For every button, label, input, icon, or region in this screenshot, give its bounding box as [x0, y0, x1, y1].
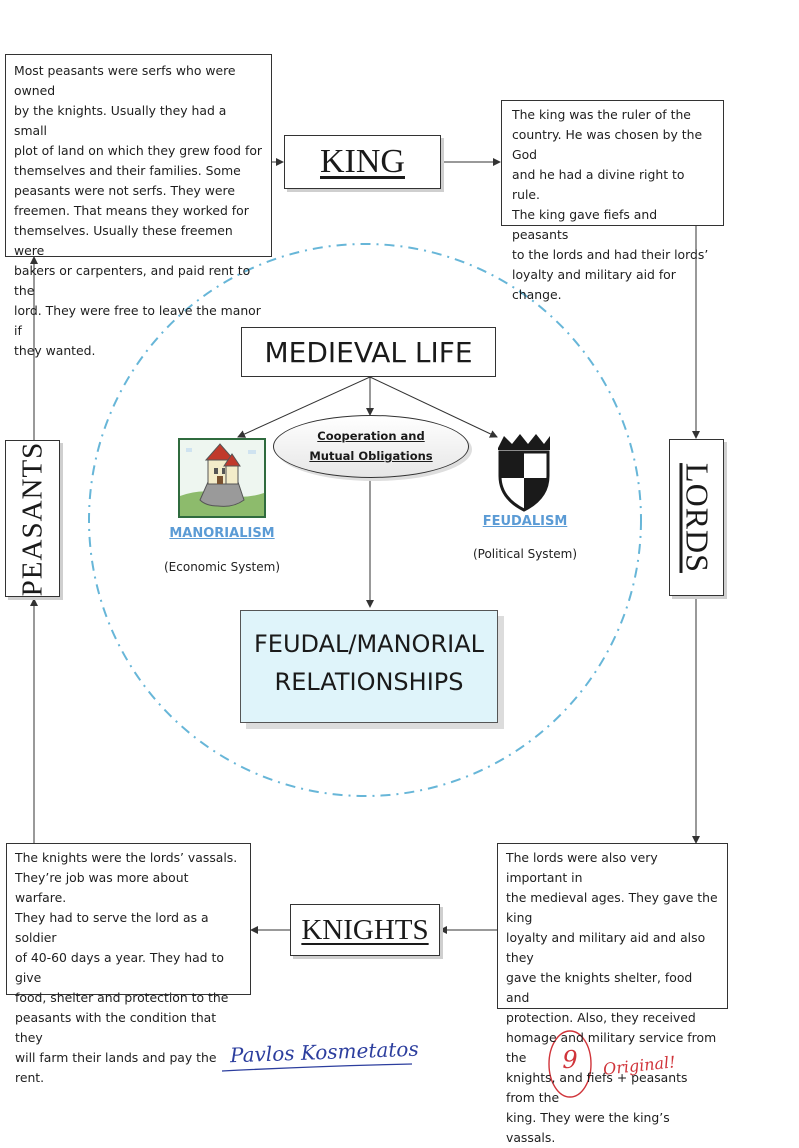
king-line: country. He was chosen by the God — [512, 127, 703, 162]
cooperation-ellipse: Cooperation and Mutual Obligations — [273, 415, 469, 478]
lords-line: king. They were the king’s vassals. — [506, 1110, 670, 1145]
king-line: The king was the ruler of the — [512, 107, 691, 122]
cooperation-line2: Mutual Obligations — [309, 449, 433, 463]
knights-description: The knights were the lords’ vassals. The… — [6, 843, 251, 1085]
knights-line: peasants with the condition that they — [15, 1010, 217, 1045]
peasants-line: themselves and their families. Some — [14, 163, 241, 178]
king-line: The king gave fiefs and peasants — [512, 207, 658, 242]
king-description: The king was the ruler of the country. H… — [501, 100, 724, 302]
king-box: KING — [284, 135, 441, 189]
medieval-life-title: MEDIEVAL LIFE — [241, 327, 496, 377]
peasants-line: peasants were not serfs. They were — [14, 183, 235, 198]
arrow-medieval-to-feudalism — [369, 376, 498, 438]
medieval-life-label: MEDIEVAL LIFE — [264, 335, 473, 369]
king-line: and he had a divine right to rule. — [512, 167, 685, 202]
feudalism-link[interactable]: FEUDALISM — [482, 514, 568, 529]
cooperation-line1: Cooperation and — [317, 429, 425, 443]
peasants-line: freemen. That means they worked for — [14, 203, 249, 218]
connector-layer — [30, 158, 700, 1098]
peasants-line: Most peasants were serfs who were owned — [14, 63, 236, 98]
lords-line: the medieval ages. They gave the king — [506, 890, 718, 925]
lords-line: The lords were also very important in — [506, 850, 658, 885]
peasants-label: PEASANTS — [16, 441, 48, 596]
knights-label: KNIGHTS — [301, 913, 429, 946]
manorialism-subtitle: (Economic System) — [163, 560, 280, 574]
peasants-line: by the knights. Usually they had a small — [14, 103, 227, 138]
grade-number: 9 — [562, 1046, 578, 1074]
lords-line: homage and military service from the — [506, 1030, 717, 1065]
knights-line: of 40-60 days a year. They had to give — [15, 950, 224, 985]
lords-description: The lords were also very important in th… — [497, 843, 728, 1145]
shield-crown-icon — [498, 434, 550, 512]
king-line: loyalty and military aid for change. — [512, 267, 676, 302]
knights-line: They had to serve the lord as a soldier — [15, 910, 209, 945]
lords-box: LORDS — [669, 439, 724, 596]
lords-line: loyalty and military aid and also they — [506, 930, 706, 965]
peasants-line: lord. They were free to leave the manor … — [14, 303, 261, 338]
peasants-line: plot of land on which they grew food for — [14, 143, 263, 158]
feudalism-subtitle: (Political System) — [472, 547, 578, 561]
knights-line: The knights were the lords’ vassals. — [15, 850, 238, 865]
relationships-line1: FEUDAL/MANORIAL — [254, 630, 484, 658]
peasants-line: bakers or carpenters, and paid rent to t… — [14, 263, 251, 298]
peasants-description: Most peasants were serfs who were owned … — [5, 54, 272, 358]
grade-circle — [548, 1030, 592, 1098]
peasants-line: themselves. Usually these freemen were — [14, 223, 233, 258]
lords-line: gave the knights shelter, food and — [506, 970, 693, 1005]
feudal-manorial-relationships-box: FEUDAL/MANORIAL RELATIONSHIPS — [240, 610, 498, 723]
knights-box: KNIGHTS — [290, 904, 440, 956]
king-label: KING — [320, 143, 405, 180]
dashed-cycle-circle — [88, 243, 642, 797]
knights-line: will farm their lands and pay the rent. — [15, 1050, 217, 1085]
signature-underline — [221, 1063, 413, 1072]
peasants-box: PEASANTS — [5, 440, 60, 597]
peasants-line: they wanted. — [14, 343, 96, 358]
relationships-line2: RELATIONSHIPS — [274, 668, 464, 696]
arrow-medieval-to-manorialism — [237, 376, 371, 438]
lords-line: protection. Also, they received — [506, 1010, 696, 1025]
king-line: to the lords and had their lords’ — [512, 247, 709, 262]
knights-line: They’re job was more about warfare. — [15, 870, 189, 905]
manorialism-link[interactable]: MANORIALISM — [169, 526, 275, 541]
lords-label: LORDS — [679, 462, 715, 573]
knights-line: food, shelter and protection to the — [15, 990, 229, 1005]
castle-icon — [178, 438, 266, 518]
